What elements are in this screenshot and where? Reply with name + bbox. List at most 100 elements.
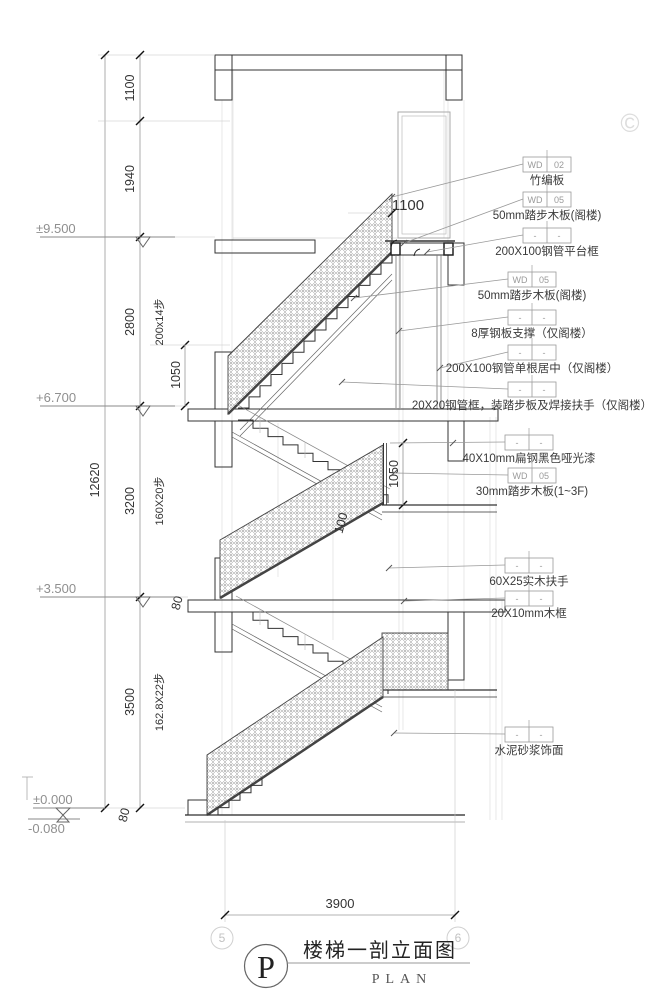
dim-3200: 3200	[123, 487, 137, 515]
dim-overall: 12620	[88, 463, 102, 498]
annotation-callout: - - 20X10mm木框	[400, 584, 567, 620]
svg-text:±0.000: ±0.000	[33, 792, 73, 807]
svg-text:05: 05	[539, 471, 549, 481]
svg-text:WD: WD	[513, 471, 528, 481]
svg-text:5: 5	[219, 931, 226, 945]
attic-flight-steps	[238, 251, 393, 409]
lower-landing	[381, 632, 497, 698]
svg-text:-: -	[516, 561, 519, 571]
annotation-callout: WD 05 30mm踏步木板(1~3F)	[390, 461, 588, 498]
dim-platform-1100: 1100	[392, 197, 424, 214]
svg-text:-: -	[540, 561, 543, 571]
bottom-flight-steps	[207, 778, 263, 816]
svg-text:40X10mm扁钢黑色哑光漆: 40X10mm扁钢黑色哑光漆	[463, 451, 596, 465]
annotation-callout: - - 8厚钢板支撑（仅阁楼）	[395, 303, 593, 340]
svg-text:-: -	[516, 438, 519, 448]
annotation-callouts: WD 02 竹编板 WD 05 50mm踏步木板(阁楼) - - 200X100…	[338, 150, 650, 757]
annotation-callout: - - 40X10mm扁钢黑色哑光漆	[389, 428, 596, 465]
attic-flight-balustrade	[227, 192, 393, 416]
annotation-callout: - - 60X25实木扶手	[385, 551, 569, 588]
dim-1050-b: 1050	[387, 460, 401, 488]
upper-landing	[382, 443, 497, 513]
attic-platform	[385, 239, 455, 408]
svg-text:6: 6	[455, 931, 462, 945]
svg-text:-0.080: -0.080	[28, 821, 65, 836]
svg-text:+6.700: +6.700	[36, 390, 76, 405]
svg-text:WD: WD	[528, 195, 543, 205]
svg-text:±9.500: ±9.500	[36, 221, 76, 236]
platform-dim: 1100	[348, 197, 424, 218]
detail-reference-letter: P	[257, 949, 275, 985]
drawing-subtitle: PLAN	[372, 972, 433, 987]
annotation-callout: WD 05 50mm踏步木板(阁楼)	[400, 185, 602, 247]
svg-text:-: -	[519, 385, 522, 395]
attic-window	[397, 111, 451, 239]
annotation-callout: - - 水泥砂浆饰面	[390, 720, 564, 757]
level-6700: +6.700	[36, 390, 175, 417]
svg-text:WD: WD	[513, 275, 528, 285]
dimension-bottom: 3900 5 6	[210, 690, 470, 950]
mid-flight-balustrade	[219, 444, 384, 599]
svg-text:-: -	[540, 730, 543, 740]
grid-bubble-6: 6	[446, 926, 470, 950]
level-minus-0080: -0.080	[28, 814, 80, 836]
svg-text:50mm踏步木板(阁楼): 50mm踏步木板(阁楼)	[478, 288, 587, 302]
dim-1100: 1100	[123, 75, 137, 102]
staircase	[206, 192, 497, 817]
svg-text:30mm踏步木板(1~3F): 30mm踏步木板(1~3F)	[476, 484, 588, 498]
dim-1940: 1940	[123, 165, 137, 193]
svg-text:-: -	[519, 313, 522, 323]
svg-text:-: -	[540, 438, 543, 448]
annotation-callout: - - 200X100钢管单根居中（仅阁楼）	[436, 338, 619, 375]
dim-3500: 3500	[123, 688, 137, 716]
dim-steps-low: 162.8X22步	[153, 673, 166, 731]
svg-text:+3.500: +3.500	[36, 581, 76, 596]
svg-text:-: -	[558, 231, 561, 241]
svg-text:-: -	[540, 594, 543, 604]
level-0000: ±0.000	[33, 792, 105, 816]
title-block: P 楼梯一剖立面图 PLAN	[243, 939, 470, 989]
dim-100: 100	[332, 511, 351, 535]
svg-text:200X100钢管平台框: 200X100钢管平台框	[495, 244, 599, 258]
svg-text:20X10mm木框: 20X10mm木框	[491, 606, 567, 620]
svg-text:-: -	[519, 348, 522, 358]
detail-reference-circle	[243, 943, 289, 989]
svg-text:-: -	[534, 231, 537, 241]
annotation-callout: WD 02 竹编板	[388, 150, 572, 201]
annotation-callout: WD 05 50mm踏步木板(阁楼)	[350, 265, 587, 302]
annotation-callout: - - 200X100钢管平台框	[423, 221, 599, 258]
svg-text:05: 05	[554, 195, 564, 205]
copyright-watermark: ©	[620, 108, 639, 138]
dim-steps-attic: 200x14步	[153, 298, 166, 345]
dimension-chain-left: 12620 1100 1940 2800 3200 3500 200x14步 1…	[88, 50, 408, 823]
svg-text:8厚钢板支撑（仅阁楼）: 8厚钢板支撑（仅阁楼）	[471, 326, 592, 340]
dim-2800: 2800	[123, 308, 137, 336]
svg-text:05: 05	[539, 275, 549, 285]
svg-text:水泥砂浆饰面: 水泥砂浆饰面	[495, 743, 564, 757]
svg-text:60X25实木扶手: 60X25实木扶手	[489, 574, 568, 588]
svg-text:200X100钢管单根居中（仅阁楼）: 200X100钢管单根居中（仅阁楼）	[446, 361, 619, 375]
dim-steps-mid: 160X20步	[153, 477, 166, 526]
dim-80-b: 80	[116, 806, 133, 823]
walls-and-floors	[185, 54, 506, 823]
dim-3900: 3900	[326, 896, 355, 911]
svg-text:-: -	[543, 348, 546, 358]
svg-text:WD: WD	[528, 160, 543, 170]
dim-1050-a: 1050	[169, 361, 183, 389]
svg-text:-: -	[516, 594, 519, 604]
dim-80-a: 80	[169, 594, 186, 611]
svg-text:-: -	[543, 313, 546, 323]
svg-text:02: 02	[554, 160, 564, 170]
annotation-callout: - - 20X20钢管框，装踏步板及焊接扶手（仅阁楼）	[338, 375, 650, 412]
svg-text:20X20钢管框，装踏步板及焊接扶手（仅阁楼）: 20X20钢管框，装踏步板及焊接扶手（仅阁楼）	[412, 398, 650, 412]
level-markers: ±9.500 +6.700 +3.500 ±0.000 -0.080	[22, 221, 175, 836]
svg-text:-: -	[543, 385, 546, 395]
svg-text:竹编板: 竹编板	[530, 173, 565, 187]
grid-bubble-5: 5	[210, 926, 234, 950]
level-9500: ±9.500	[36, 221, 175, 248]
svg-text:50mm踏步木板(阁楼): 50mm踏步木板(阁楼)	[493, 208, 602, 222]
svg-text:-: -	[516, 730, 519, 740]
level-3500: +3.500	[36, 581, 175, 608]
